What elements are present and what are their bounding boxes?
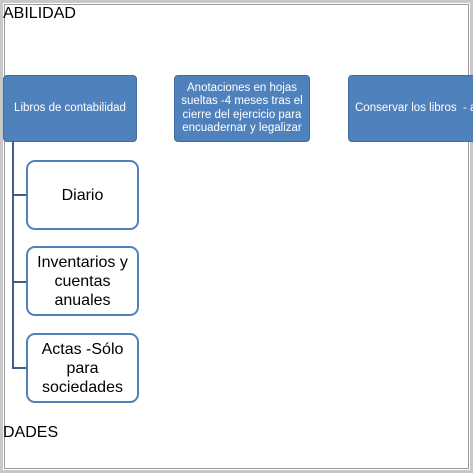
node-actas-label: Actas -Sólo para sociedades [41,340,124,396]
connector-vertical [12,142,14,369]
slide-title-fragment: ABILIDAD [3,5,76,22]
connector-actas [12,367,26,369]
node-inventarios-label: Inventarios y cuentas anuales [37,253,128,309]
node-diario: Diario [26,160,139,230]
node-actas: Actas -Sólo para sociedades [26,333,139,403]
connector-diario [12,194,26,196]
slide-subtitle-fragment: DADES [3,424,59,441]
node-libros-de-contabilidad: Libros de contabilidad [3,75,137,142]
connector-inventarios [12,281,26,283]
node-diario-label: Diario [61,186,104,204]
node-anotaciones-label: Anotaciones en hojas sueltas -4 meses tr… [181,81,303,135]
node-inventarios: Inventarios y cuentas anuales [26,246,139,316]
node-conservar-label: Conservar los libros - años [355,101,473,114]
node-conservar-libros: Conservar los libros - años [348,75,473,142]
node-anotaciones: Anotaciones en hojas sueltas -4 meses tr… [174,75,310,142]
node-libros-label: Libros de contabilidad [14,101,126,114]
